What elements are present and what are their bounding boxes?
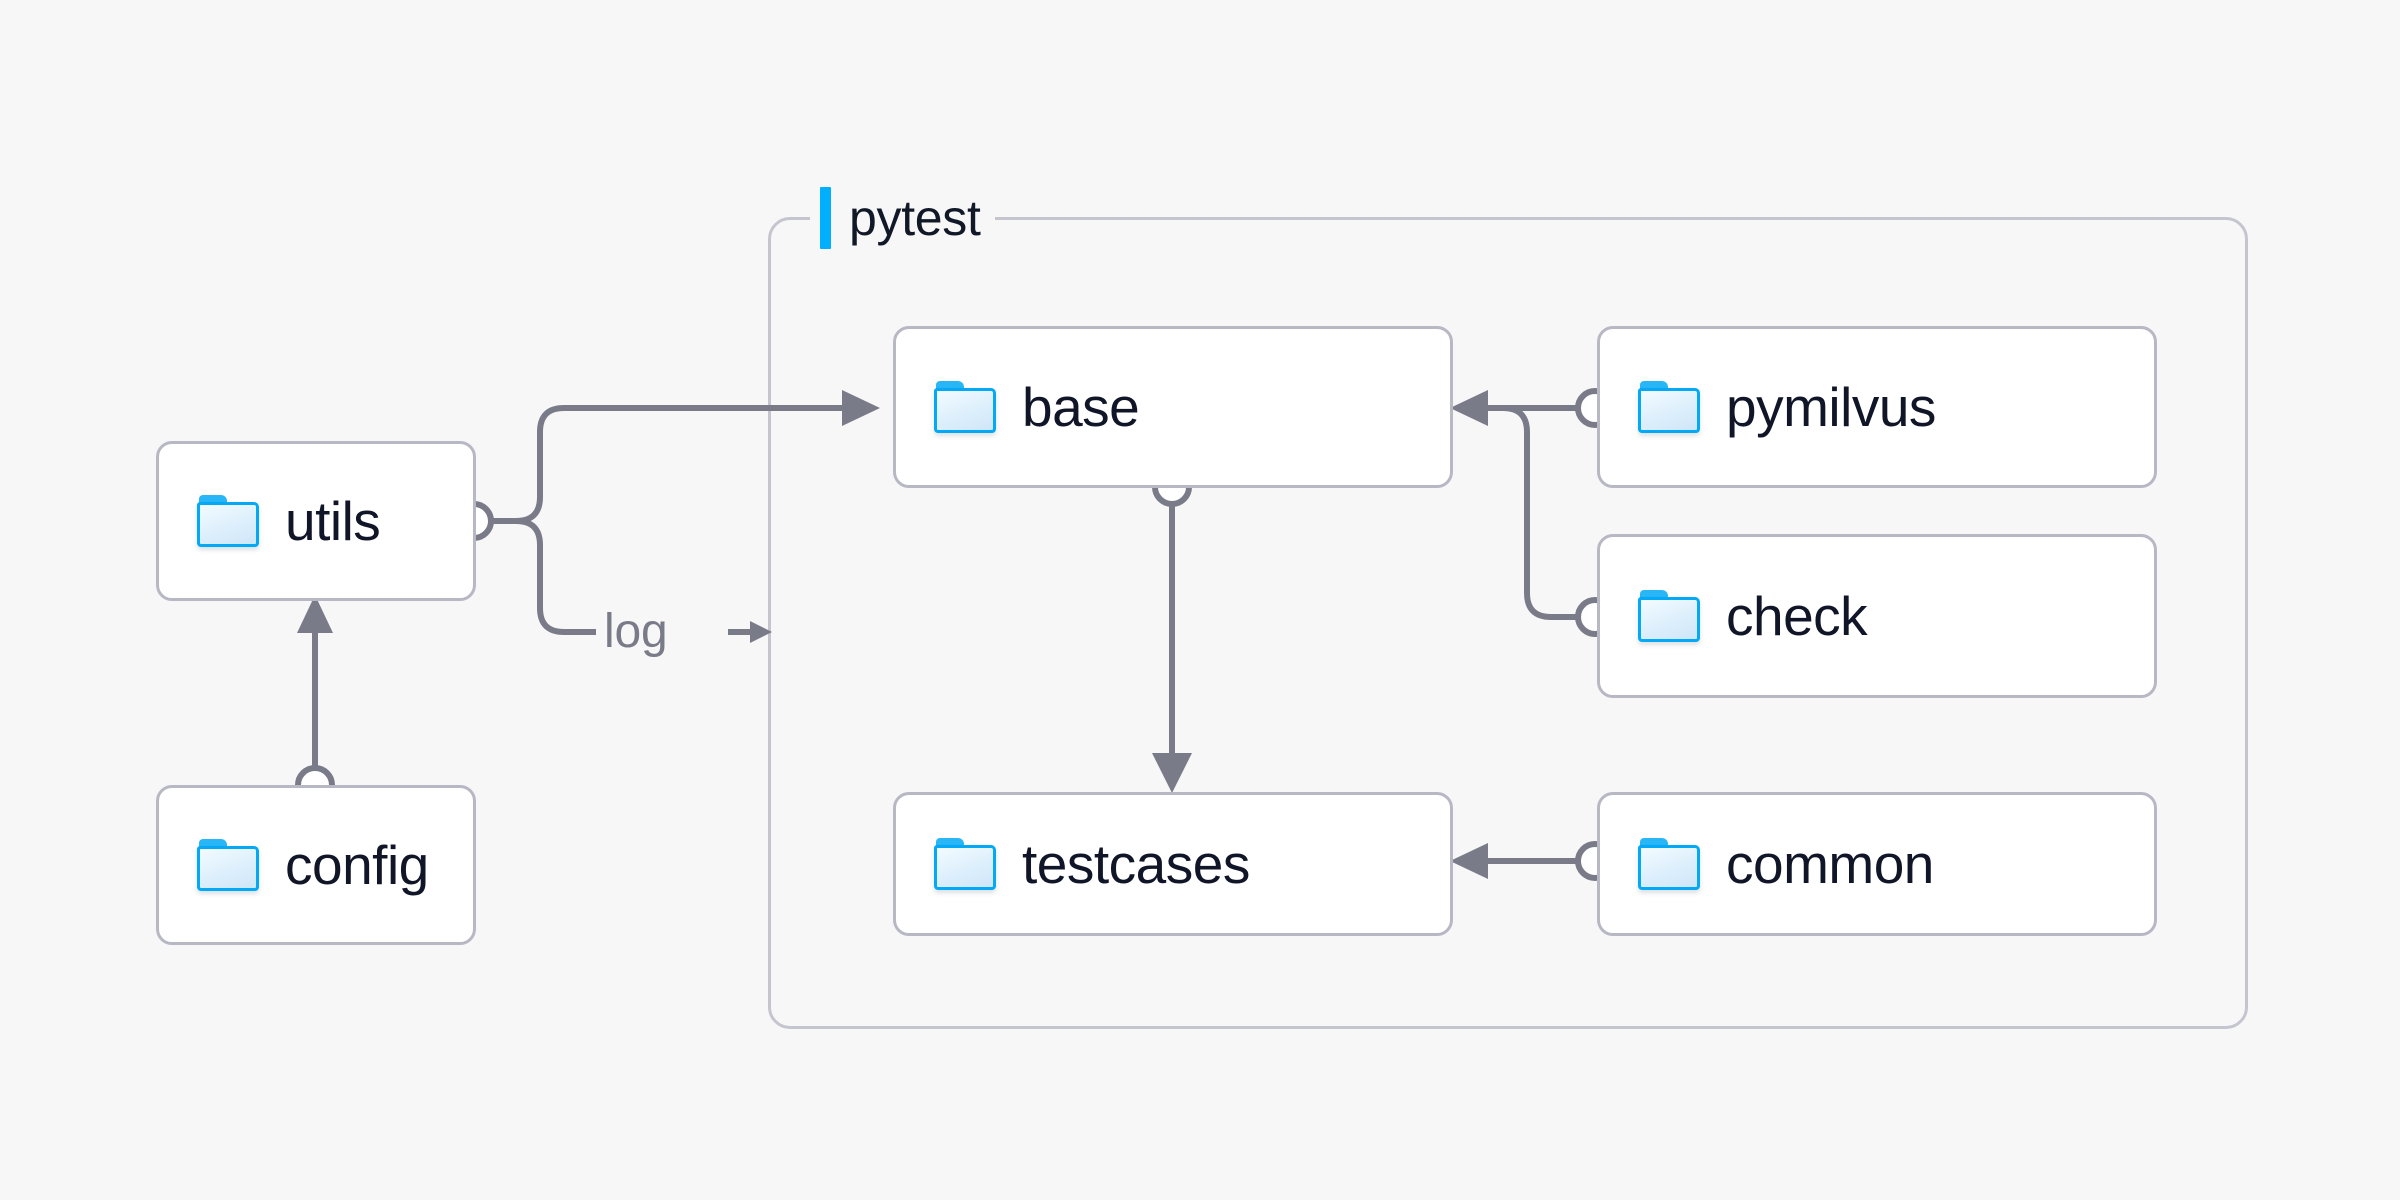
group-label-pytest: pytest [810,183,995,253]
edge-utils-log-path [492,518,596,635]
node-utils[interactable]: utils [156,441,476,601]
node-common[interactable]: common [1597,792,2157,936]
node-base[interactable]: base [893,326,1453,488]
node-check[interactable]: check [1597,534,2157,698]
folder-icon [934,838,996,890]
node-testcases[interactable]: testcases [893,792,1453,936]
folder-icon [1638,838,1700,890]
node-utils-label: utils [285,490,381,552]
group-label-text: pytest [849,190,981,246]
node-config-label: config [285,834,429,896]
folder-icon [197,495,259,547]
edge-utils-log [492,518,596,635]
node-common-label: common [1726,833,1934,895]
node-pymilvus[interactable]: pymilvus [1597,326,2157,488]
edge-config-utils [295,595,335,805]
node-check-label: check [1726,585,1868,647]
node-pymilvus-label: pymilvus [1726,376,1936,438]
folder-icon [934,381,996,433]
edge-log-arrow [728,621,772,643]
folder-icon [197,839,259,891]
node-base-label: base [1022,376,1140,438]
accent-bar-icon [820,187,831,249]
folder-icon [1638,381,1700,433]
folder-icon [1638,590,1700,642]
edge-label-log: log [604,605,668,658]
node-config[interactable]: config [156,785,476,945]
node-testcases-label: testcases [1022,833,1250,895]
